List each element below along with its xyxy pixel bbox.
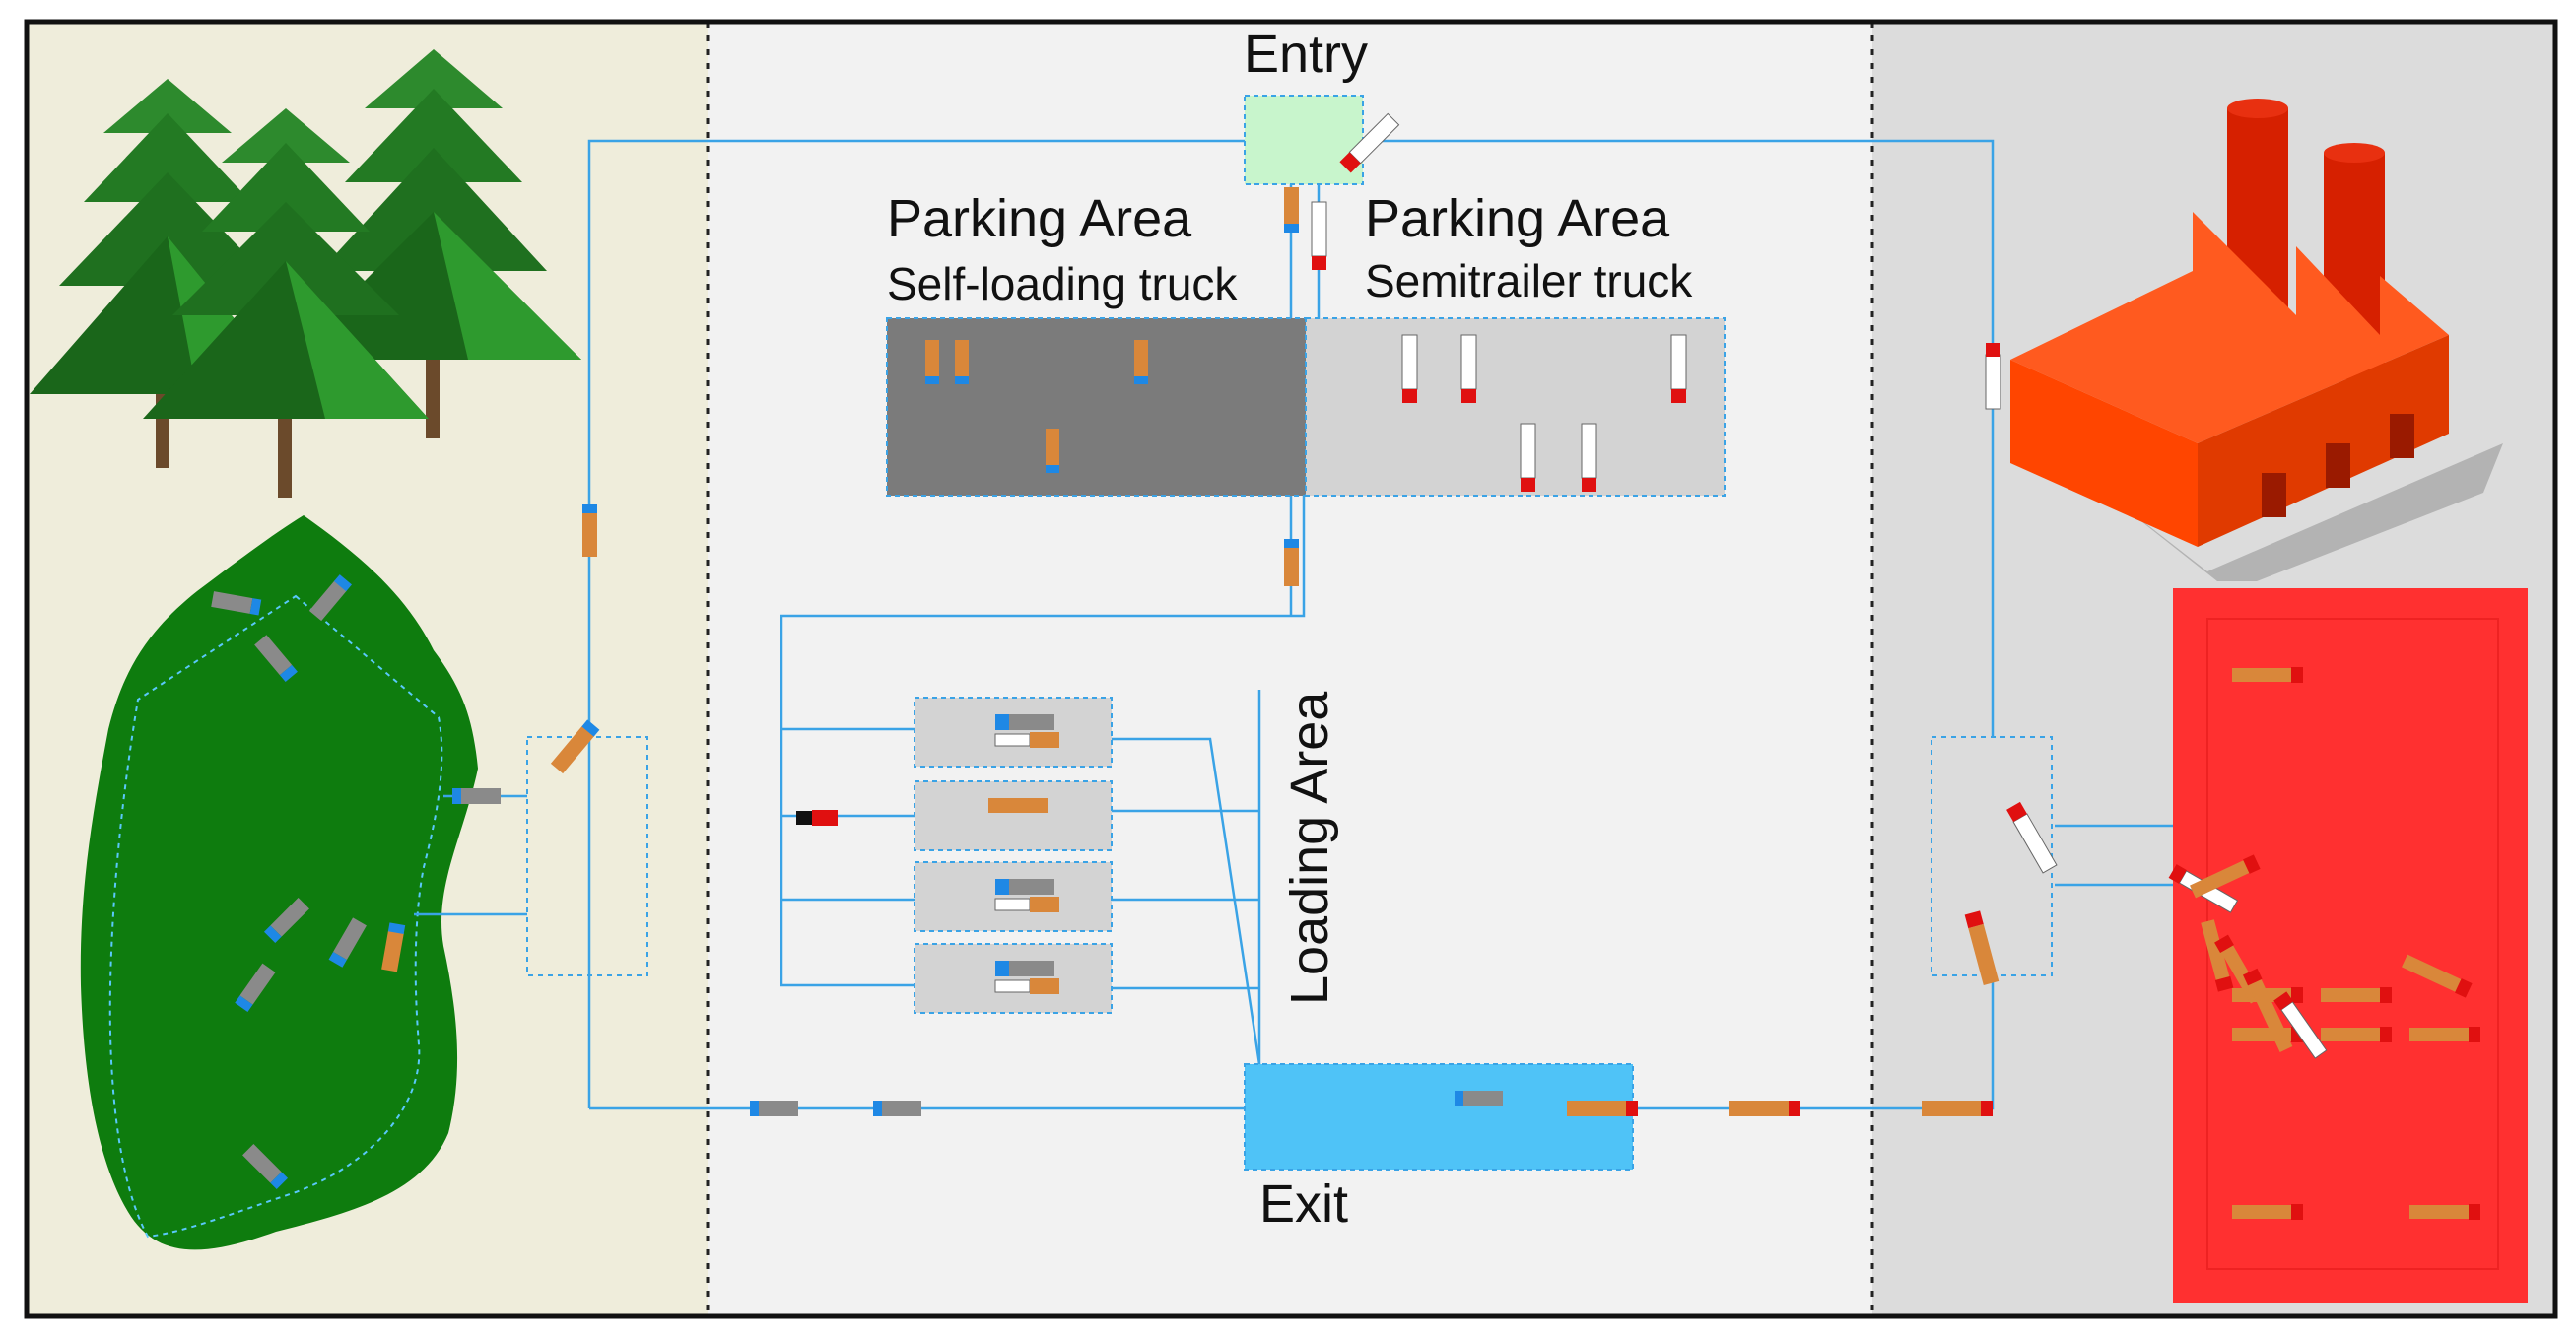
- factory-icon: [2010, 99, 2503, 581]
- tree-icon: [286, 49, 581, 438]
- entry-label: Entry: [1244, 25, 1369, 84]
- loading-bay: [914, 697, 1113, 768]
- loading-bay: [914, 943, 1113, 1014]
- trucks: [211, 112, 2480, 1220]
- exit-box: [1244, 1063, 1634, 1171]
- parking-area-semitrailer: [1305, 317, 1726, 497]
- entry-box: [1244, 95, 1364, 185]
- loading-bay: [914, 861, 1113, 932]
- parking-self-title: Parking Area: [887, 189, 1192, 248]
- tree-icon: [143, 108, 429, 498]
- load: [988, 798, 1048, 813]
- diagram-frame: [24, 19, 2558, 1319]
- forest-stand-boundary: [108, 594, 443, 1239]
- parking-self-subtitle: Self-loading truck: [887, 258, 1238, 309]
- loading-bay: [914, 780, 1113, 851]
- parking-area-self-loading: [886, 317, 1307, 497]
- exit-label: Exit: [1259, 1174, 1349, 1234]
- forest-stand: [80, 515, 478, 1250]
- parking-semi-title: Parking Area: [1365, 189, 1670, 248]
- parking-semi-subtitle: Semitrailer truck: [1365, 255, 1693, 306]
- loading-area-label: Loading Area: [1280, 691, 1339, 1005]
